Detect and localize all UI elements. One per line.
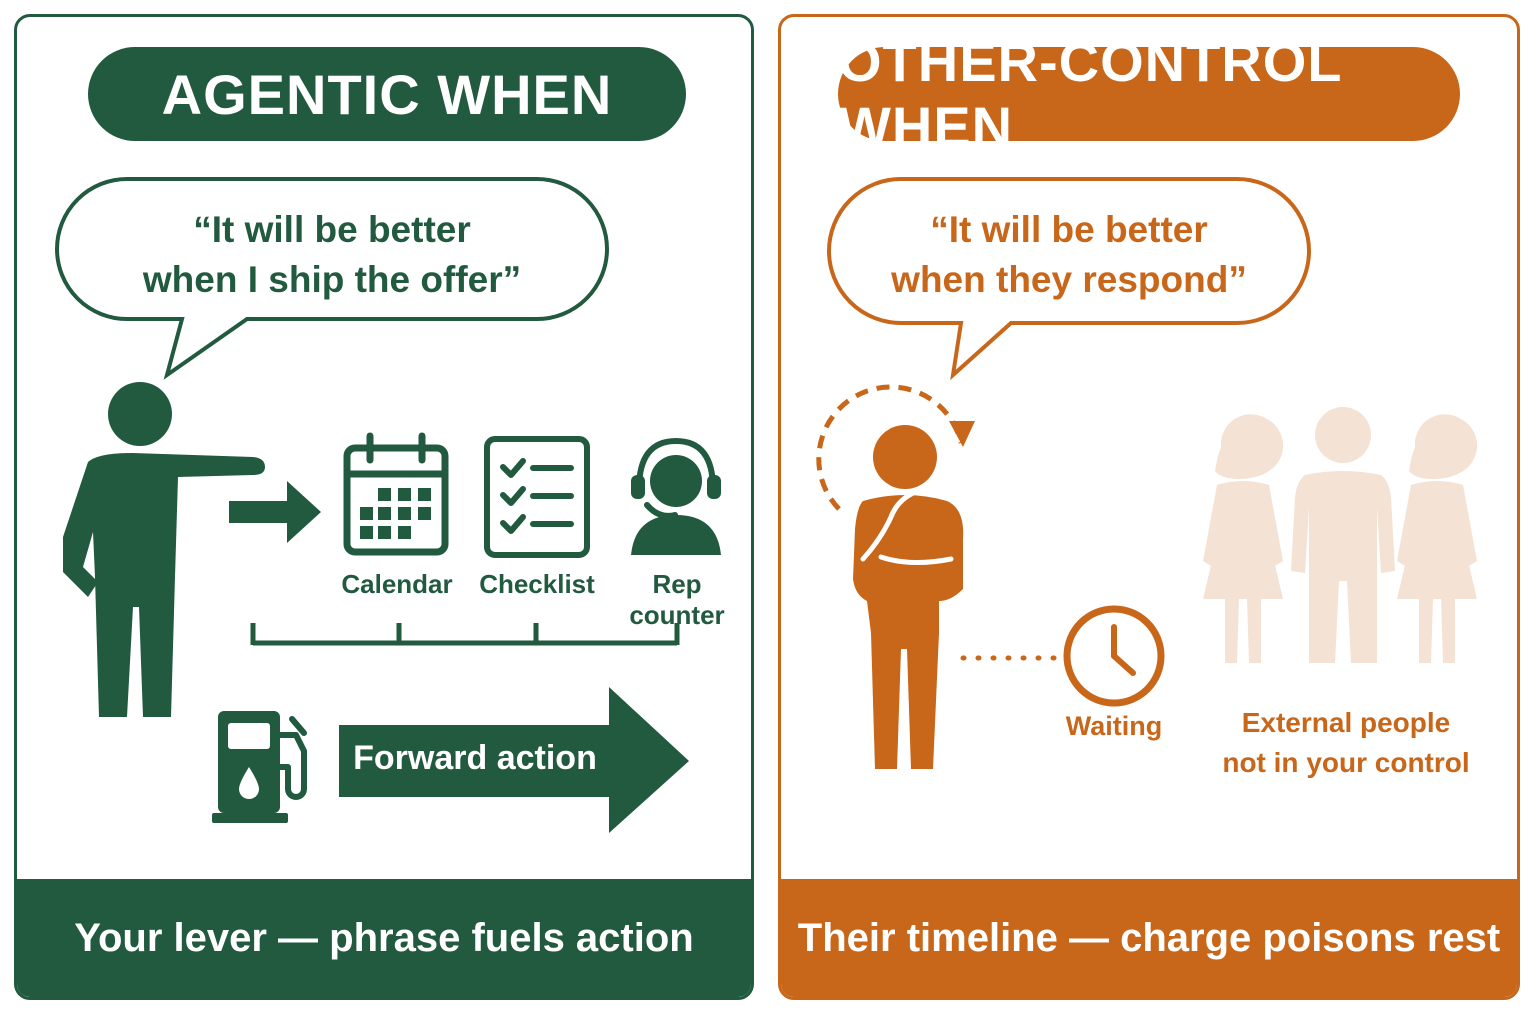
other-control-quote: “It will be better when they respond” — [829, 205, 1309, 305]
headset-person-icon — [631, 437, 721, 555]
other-control-footer: Their timeline — charge poisons rest — [781, 879, 1517, 997]
speech-bubble — [54, 177, 610, 380]
forward-action-arrow — [339, 687, 689, 833]
clock-icon — [1063, 605, 1165, 707]
other-control-title: OTHER-CONTROL WHEN — [838, 30, 1460, 158]
dotted-connector — [960, 655, 1068, 661]
external-people-label: External people not in your control — [1201, 703, 1491, 783]
other-control-panel: OTHER-CONTROL WHEN “It will be better wh… — [778, 14, 1520, 1000]
agentic-quote-line2: when I ship the offer” — [142, 259, 522, 300]
external-people-label-line2: not in your control — [1222, 747, 1470, 778]
speech-bubble — [826, 177, 1312, 381]
rep-counter-label: Rep counter — [629, 569, 725, 630]
external-people-label-line1: External people — [1241, 707, 1451, 738]
other-control-quote-line2: when they respond” — [891, 259, 1247, 300]
agentic-quote: “It will be better when I ship the offer… — [57, 205, 607, 305]
checklist-icon — [484, 436, 590, 558]
agentic-footer: Your lever — phrase fuels action — [17, 879, 751, 997]
checklist-label: Checklist — [479, 569, 595, 599]
calendar-icon — [343, 432, 449, 556]
forward-action-label: Forward action — [353, 739, 597, 777]
pointing-person-icon — [63, 382, 265, 717]
calendar-label: Calendar — [341, 569, 453, 599]
fuel-pump-icon — [212, 711, 307, 823]
agentic-quote-line1: “It will be better — [193, 209, 471, 250]
external-people-icon — [1203, 407, 1478, 663]
arrow-right-icon — [229, 481, 321, 543]
thinking-person-icon — [853, 425, 964, 769]
agentic-title: AGENTIC WHEN — [88, 47, 686, 141]
agentic-panel: AGENTIC WHEN “It will be better when I s… — [14, 14, 754, 1000]
other-control-quote-line1: “It will be better — [930, 209, 1208, 250]
dashed-loop-arrow-icon — [816, 384, 975, 511]
waiting-label: Waiting — [1065, 711, 1163, 741]
tools-bracket — [250, 623, 680, 646]
